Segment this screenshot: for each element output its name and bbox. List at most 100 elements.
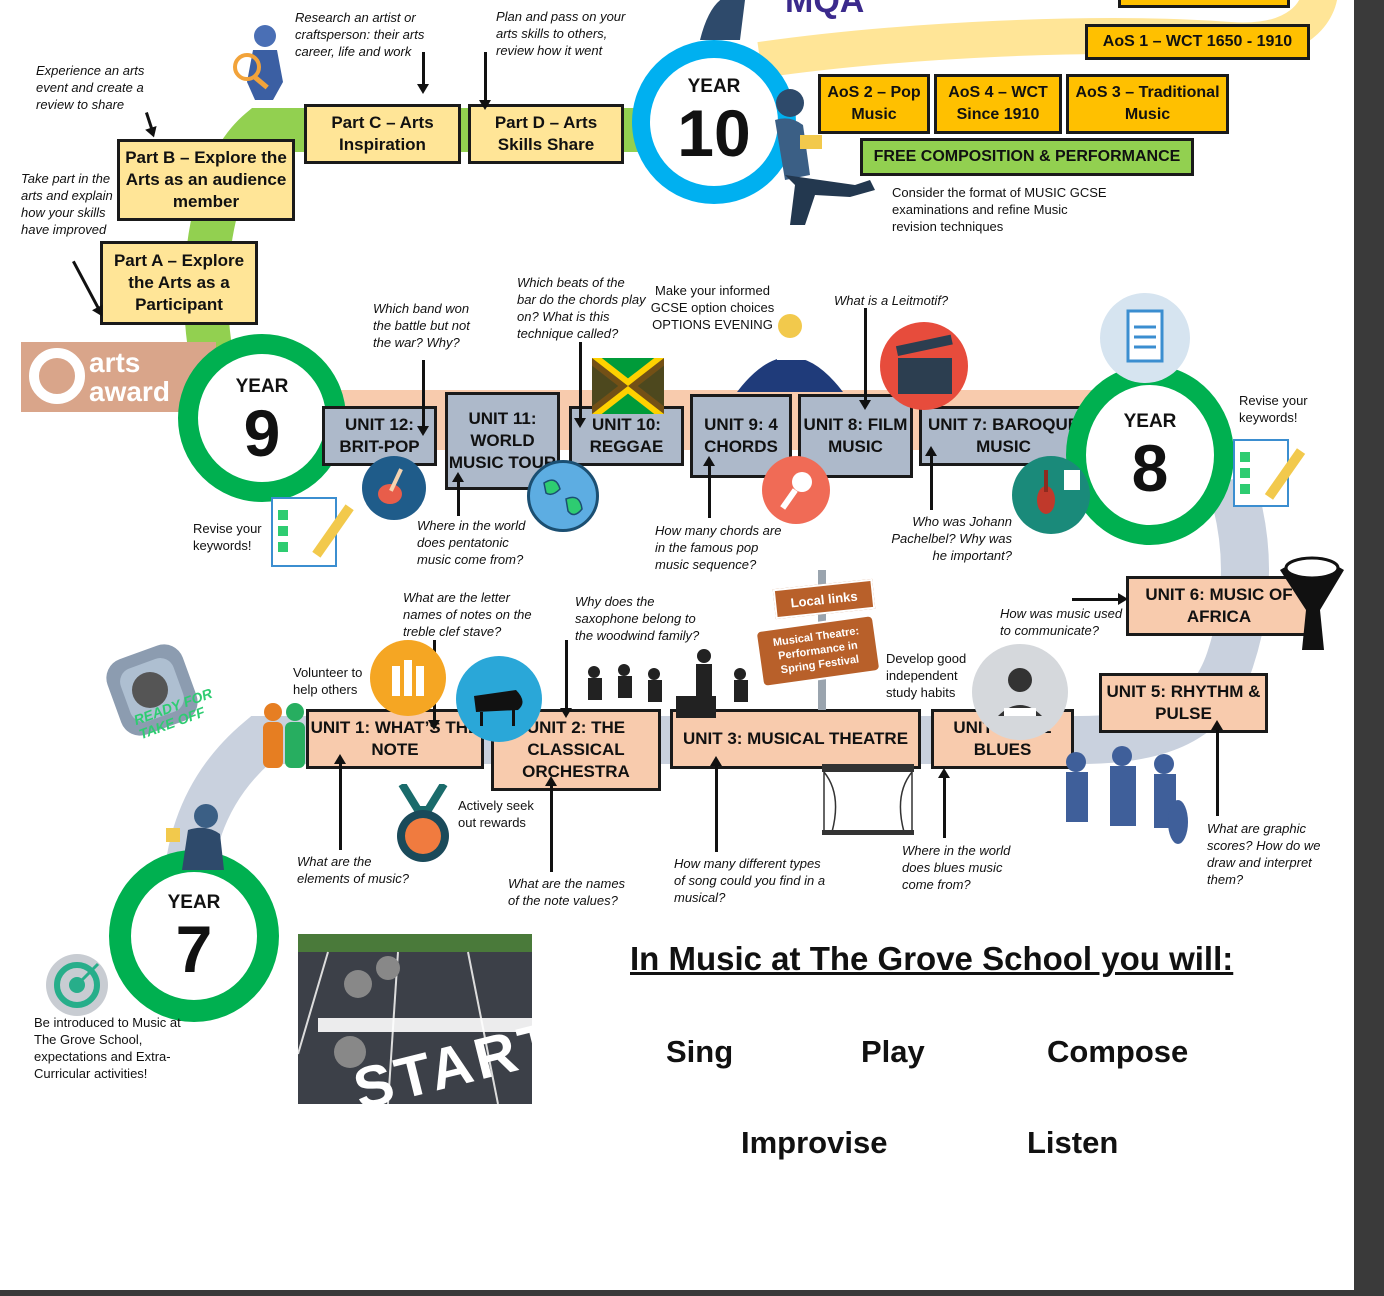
unit-7-box: UNIT 7: BAROQUE MUSIC xyxy=(919,406,1088,466)
summary-word-play: Play xyxy=(861,1034,925,1069)
note-part-d: Plan and pass on your arts skills to oth… xyxy=(496,9,626,58)
note-note-values: What are the names of the note values? xyxy=(508,876,626,908)
medal-icon xyxy=(397,784,449,862)
track-lines xyxy=(298,951,532,1104)
sitting-student-icon xyxy=(166,804,224,870)
note-revise-right: Revise your keywords! xyxy=(1239,393,1308,425)
note-pachelbel: Who was Johann Pachelbel? Why was he imp… xyxy=(891,514,1012,563)
ready-for-take-off-badge: READY FOR TAKE OFF xyxy=(94,620,224,770)
summary-word-improvise: Improvise xyxy=(741,1125,888,1160)
curriculum-roadmap-page: MQA YEAR 10 AoS 1 – WCT 1650 - 1910 AoS … xyxy=(0,0,1354,1290)
summary-word-sing: Sing xyxy=(666,1034,734,1069)
reading-person-icon xyxy=(775,89,875,225)
year-10-label: YEAR xyxy=(687,76,741,97)
summary-word-listen: Listen xyxy=(1027,1125,1119,1160)
arrow-unit-10 xyxy=(574,342,586,428)
arts-award-ring-icon xyxy=(29,348,85,404)
part-a-box: Part A – Explore the Arts as a Participa… xyxy=(100,241,258,325)
free-composition-box: FREE COMPOSITION & PERFORMANCE xyxy=(860,138,1194,176)
unit-8-box: UNIT 8: FILM MUSIC xyxy=(798,394,913,478)
note-part-b: Experience an arts event and create a re… xyxy=(36,63,145,112)
note-revise-left: Revise your keywords! xyxy=(193,521,262,553)
year-7-label: YEAR xyxy=(167,892,221,913)
note-intro: Be introduced to Music at The Grove Scho… xyxy=(34,1015,181,1081)
header-logo-fragment: MQA xyxy=(785,0,865,20)
arrow-note-values xyxy=(545,776,557,872)
arrow-unit-5 xyxy=(1211,720,1223,816)
part-b-box: Part B – Explore the Arts as an audience… xyxy=(117,139,295,221)
note-pentatonic: Where in the world does pentatonic music… xyxy=(417,518,526,567)
note-part-a: Take part in the arts and explain how yo… xyxy=(21,171,113,237)
note-rewards: Actively seek out rewards xyxy=(458,798,534,830)
note-blues: Where in the world does blues music come… xyxy=(902,843,1011,892)
note-study: Develop good independent study habits xyxy=(886,651,967,700)
note-leitmotif: What is a Leitmotif? xyxy=(834,293,949,308)
note-letter-names: What are the letter names of notes on th… xyxy=(403,590,532,639)
arts-award-text: arts award xyxy=(89,347,170,407)
track-grass xyxy=(298,934,532,952)
aos4-box: AoS 4 – WCT Since 1910 xyxy=(934,74,1062,134)
aos2-box: AoS 2 – Pop Music xyxy=(818,74,930,134)
year-9-number: 9 xyxy=(243,396,281,470)
note-volunteer: Volunteer to help others xyxy=(293,665,363,697)
summary-word-compose: Compose xyxy=(1047,1034,1189,1069)
clipboard-icon xyxy=(1100,293,1190,383)
revise-checklist-left-icon xyxy=(271,497,354,567)
options-desk-icon xyxy=(737,314,843,392)
revise-checklist-right-icon xyxy=(1233,439,1306,507)
year-8-label: YEAR xyxy=(1123,411,1177,432)
raised-hands-icon xyxy=(370,640,446,716)
note-band-won: Which band won the battle but not the wa… xyxy=(373,301,470,350)
arrow-unit-7 xyxy=(925,446,937,510)
unit-5-box: UNIT 5: RHYTHM & PULSE xyxy=(1099,673,1268,733)
part-c-box: Part C – Arts Inspiration xyxy=(304,104,461,164)
note-africa: How was music used to communicate? xyxy=(1000,606,1123,638)
start-track-image: START xyxy=(298,934,532,1104)
year-9-label: YEAR xyxy=(235,376,289,397)
arrow-unit-9 xyxy=(703,456,715,518)
note-options: Make your informed GCSE option choices O… xyxy=(650,283,775,332)
african-drum-icon xyxy=(1280,556,1344,650)
arrow-unit-6 xyxy=(1072,593,1128,605)
note-song-types: How many different types of song could y… xyxy=(674,856,826,905)
arrow-unit-4 xyxy=(938,768,950,838)
year-8-badge: YEAR 8 xyxy=(1066,365,1234,545)
clapperboard-icon xyxy=(880,322,968,410)
studying-person-icon xyxy=(972,644,1068,740)
target-icon xyxy=(46,954,108,1016)
year-9-badge: YEAR 9 xyxy=(178,334,346,502)
piano-icon xyxy=(456,656,542,742)
theatre-curtain-icon xyxy=(822,764,914,835)
arrow-unit-2 xyxy=(560,640,572,718)
note-chords: How many chords are in the famous pop mu… xyxy=(655,523,782,572)
gcse-note: Consider the format of MUSIC GCSE examin… xyxy=(892,185,1107,234)
note-elements: What are the elements of music? xyxy=(297,854,409,886)
jamaica-flag-icon xyxy=(592,358,664,414)
pilot-window-icon xyxy=(106,644,198,736)
orchestra-silhouette-icon xyxy=(588,649,748,718)
unit-2-box: UNIT 2: THE CLASSICAL ORCHESTRA xyxy=(491,709,661,791)
arrow-part-c xyxy=(417,52,429,94)
note-saxophone: Why does the saxophone belong to the woo… xyxy=(575,594,700,643)
microphone-icon xyxy=(762,456,830,524)
year-8-number: 8 xyxy=(1131,431,1169,505)
aos1-box: AoS 1 – WCT 1650 - 1910 xyxy=(1085,24,1310,60)
arrow-unit-11 xyxy=(452,472,464,516)
unit-3-box: UNIT 3: MUSICAL THEATRE xyxy=(670,709,921,769)
globe-icon xyxy=(527,460,599,532)
arrow-unit-12 xyxy=(417,360,429,436)
volunteers-icon xyxy=(263,703,305,768)
note-part-c: Research an artist or craftsperson: thei… xyxy=(295,10,425,59)
arrow-unit-8 xyxy=(859,308,871,410)
unit-6-box: UNIT 6: MUSIC OF AFRICA xyxy=(1126,576,1312,636)
research-figure-icon xyxy=(233,25,283,100)
arrow-elements xyxy=(334,754,346,850)
arrow-part-d xyxy=(479,52,491,110)
aos3-box: AoS 3 – Traditional Music xyxy=(1066,74,1229,134)
unit-10-box: UNIT 10: REGGAE xyxy=(569,406,684,466)
note-graphic: What are graphic scores? How do we draw … xyxy=(1207,821,1321,887)
aos-top-box xyxy=(1118,0,1290,8)
part-d-box: Part D – Arts Skills Share xyxy=(468,104,624,164)
summary-title: In Music at The Grove School you will: xyxy=(630,940,1234,977)
arrow-unit-3 xyxy=(710,756,722,852)
